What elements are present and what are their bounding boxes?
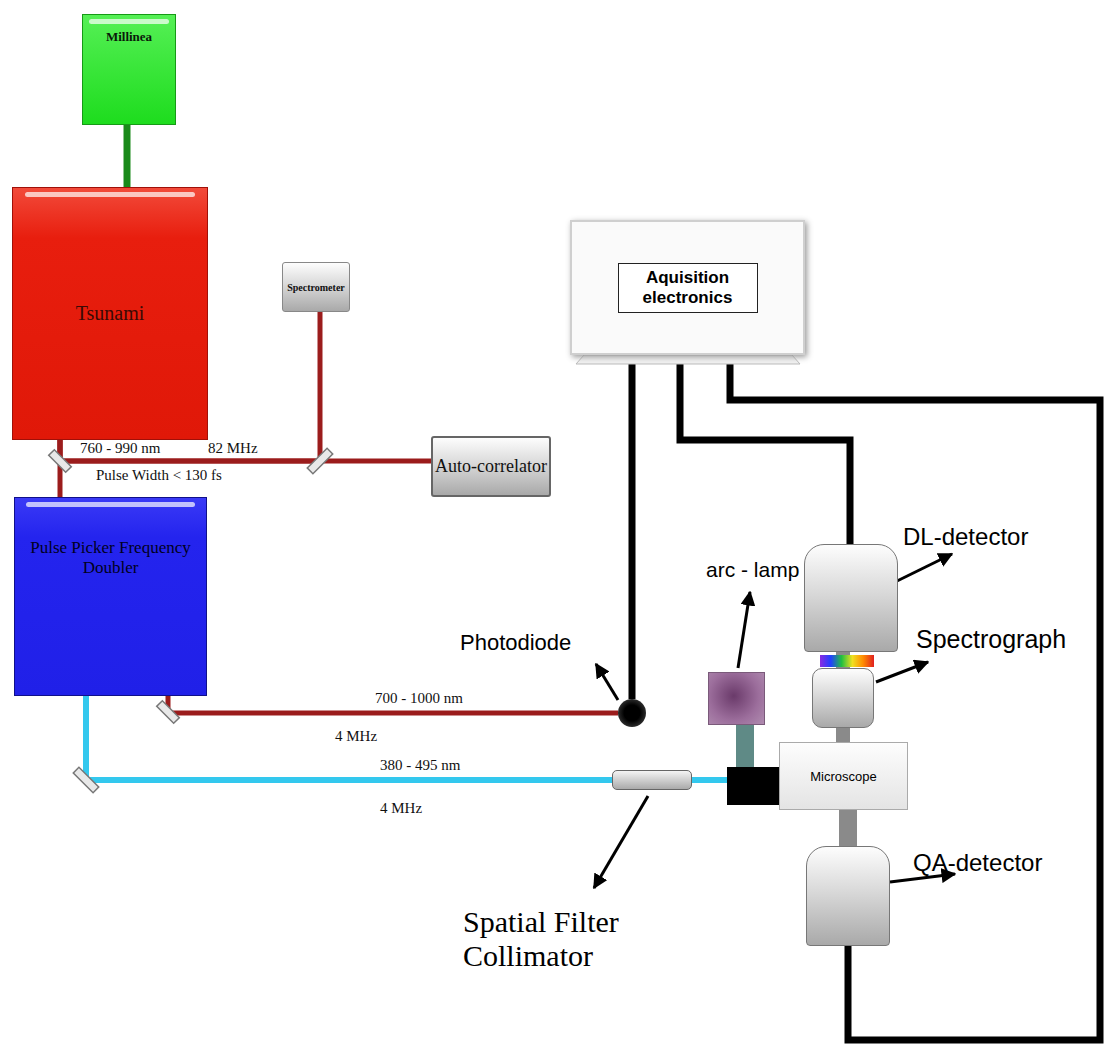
- spectrum-bar: [820, 655, 874, 667]
- arc-lamp: arc - lamp: [708, 672, 765, 725]
- node-label: Microscope: [810, 769, 876, 784]
- beam-label: 380 - 495 nm: [380, 757, 460, 774]
- callout-label: Spatial Filter Collimator: [463, 905, 693, 973]
- optics-box: Pulse Picker Frequency Doubler: [14, 497, 207, 696]
- node-label: Aquisition electronics: [618, 263, 758, 313]
- computer-monitor: Aquisition electronics: [570, 220, 805, 355]
- node-label: Spectrometer: [287, 282, 345, 293]
- node-label: Pulse Picker Frequency Doubler: [15, 498, 206, 578]
- photodiode: Photodiode: [618, 699, 646, 727]
- node-label: Tsunami: [76, 302, 145, 325]
- laser-box: Millinea: [82, 14, 176, 125]
- beam-label: Pulse Width < 130 fs: [96, 467, 222, 484]
- signal-cable: [629, 355, 636, 699]
- callout-label: Photodiode: [460, 630, 571, 656]
- node-label: Millinea: [83, 15, 175, 45]
- callout-label: arc - lamp: [706, 558, 799, 582]
- beam-label: 700 - 1000 nm: [375, 690, 463, 707]
- beam-path: [124, 125, 131, 187]
- signal-cable: [730, 355, 1100, 1040]
- spatial-filter: Spatial Filter Collimator: [612, 770, 692, 790]
- beam-label: 760 - 990 nm: [80, 440, 160, 457]
- instrument-box: Spectrometer: [282, 262, 350, 312]
- callout-label: QA-detector: [913, 849, 1042, 877]
- spectrograph: Spectrograph: [812, 668, 874, 728]
- beam-path: [60, 440, 431, 461]
- leader-arrows: [594, 554, 955, 888]
- beam-label: 82 MHz: [208, 440, 258, 457]
- signal-cable: [680, 355, 850, 544]
- detector: QA-detector: [806, 846, 890, 946]
- beam-label: 4 MHz: [380, 800, 422, 817]
- callout-label: DL-detector: [903, 523, 1028, 551]
- callout-label: Spectrograph: [916, 625, 1066, 654]
- beam-path: [836, 728, 850, 742]
- monitor-base: [576, 355, 800, 364]
- node-label: Auto-correlator: [435, 456, 547, 477]
- coupling-block: [727, 767, 779, 805]
- beam-path: [839, 810, 857, 846]
- detector: DL-detector: [804, 544, 898, 652]
- microscope: Microscope: [779, 742, 908, 810]
- beam-label: 4 MHz: [335, 728, 377, 745]
- laser-box: Tsunami: [12, 187, 208, 440]
- beam-path: [86, 696, 612, 780]
- instrument-box: Auto-correlator: [431, 436, 551, 497]
